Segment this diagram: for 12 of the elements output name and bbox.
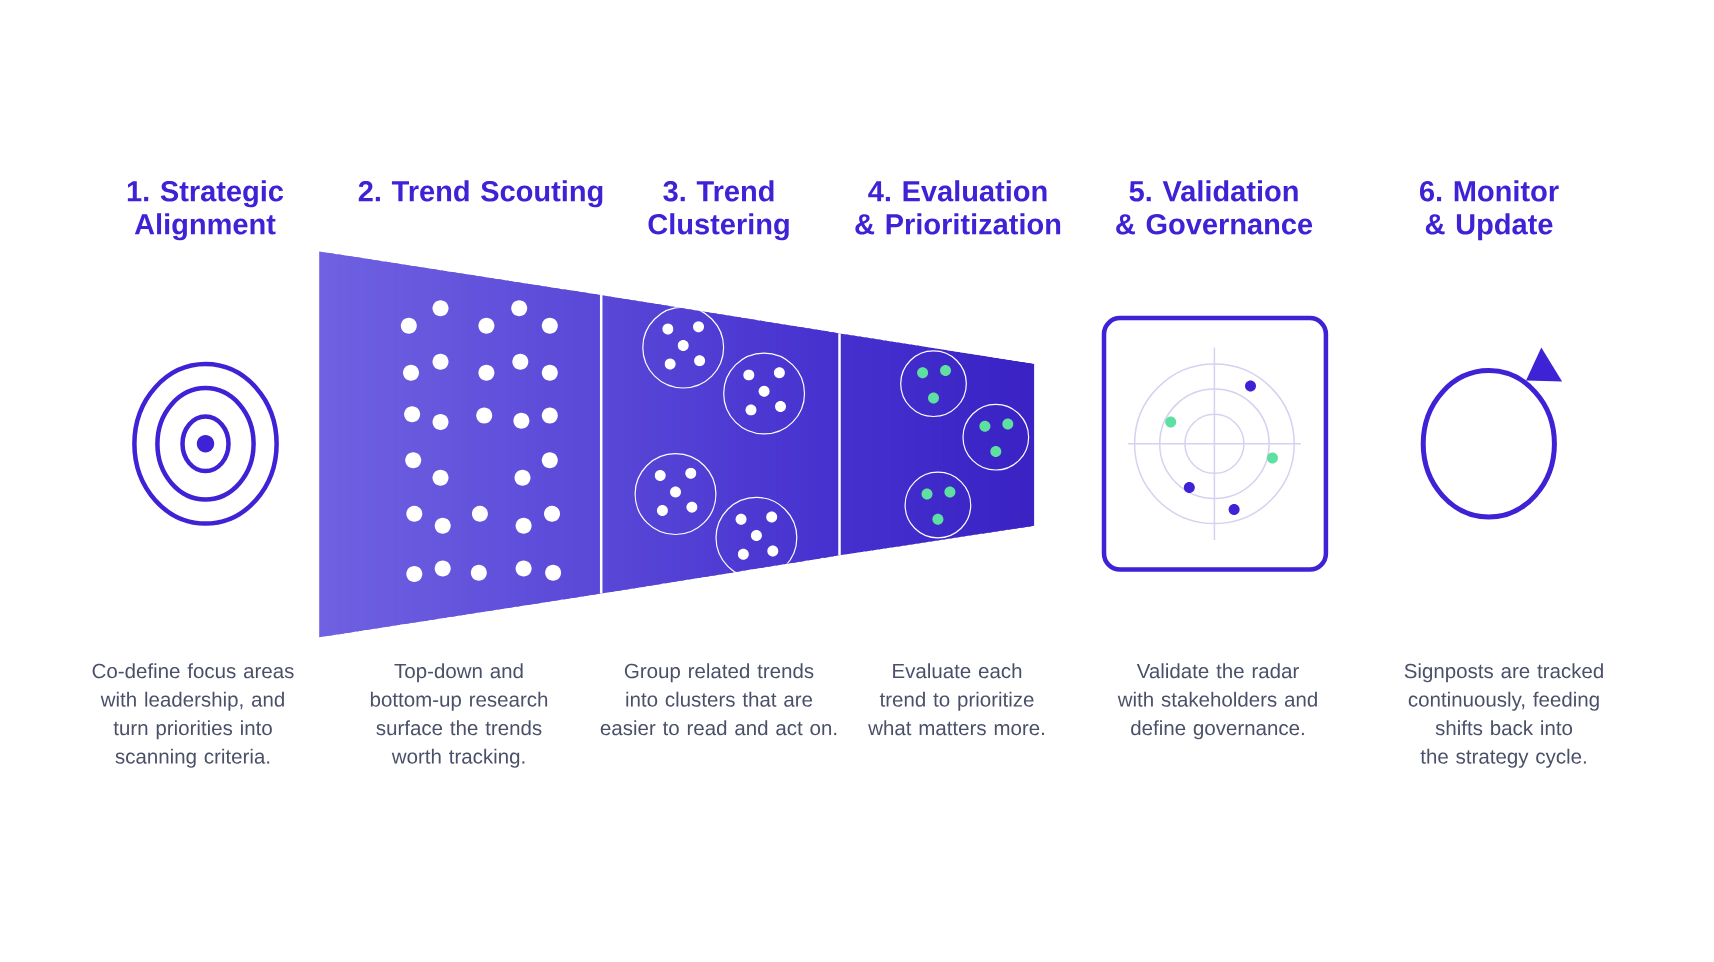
step-description: Co-define focus areas with leadership, and turn priorities into scanning criteria. <box>92 663 294 768</box>
step-description: Signposts are tracked continuously, feeding shifts back into the strategy cycle. <box>1404 663 1603 768</box>
step-heading: 6. Monitor & Update <box>1420 180 1559 241</box>
step-heading: 3. Trend Clustering <box>648 180 789 241</box>
step-heading: 5. Validation & Governance <box>1116 180 1313 235</box>
step-description: Top-down and bottom-up research surface the trends worth tracking. <box>370 663 548 768</box>
step-heading: 2. Trend Scouting <box>358 180 603 208</box>
step-heading: 1. Strategic Alignment <box>127 180 284 241</box>
step-description: Evaluate each trend to prioritize what matters more. <box>868 663 1044 736</box>
step-description: Group related trends into clusters that are easier to read and act on. <box>600 663 837 736</box>
step-heading: 4. Evaluation & Prioritization <box>855 180 1061 235</box>
step-description: Validate the radar with stakeholders and define governance. <box>1117 663 1317 740</box>
